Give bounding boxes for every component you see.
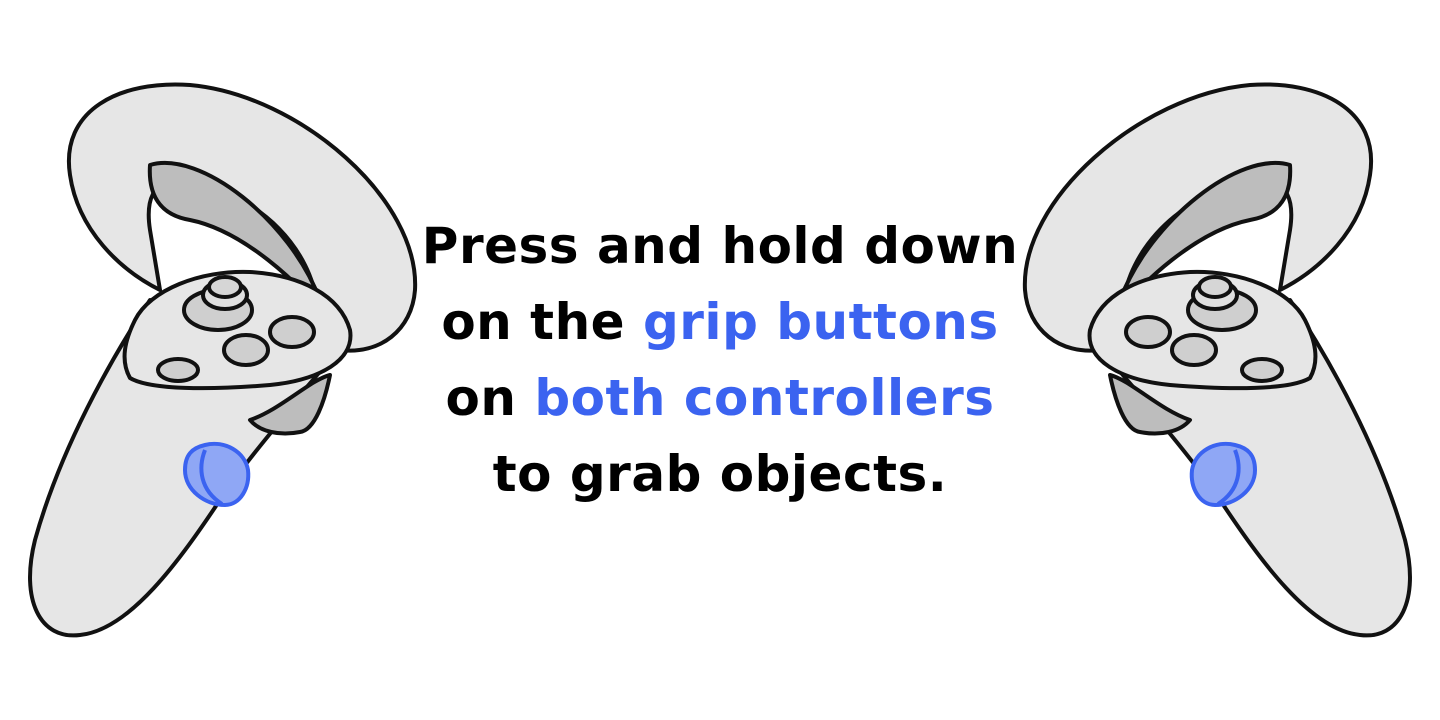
instruction-line-2-prefix: on the — [441, 293, 643, 351]
left-grip-button-icon — [183, 441, 251, 507]
instruction-line-3: on both controllers — [420, 360, 1020, 436]
left-face-button-b — [222, 333, 270, 367]
right-controller-icon — [1022, 82, 1412, 638]
instruction-line-1: Press and hold down — [421, 217, 1019, 275]
instruction-line-3-prefix: on — [445, 369, 535, 427]
left-face-button-a — [268, 315, 316, 349]
grip-buttons-highlight: grip buttons — [642, 293, 999, 351]
instruction-text: Press and hold down on the grip buttons … — [420, 208, 1020, 512]
instruction-line-4: to grab objects. — [492, 445, 948, 503]
right-grip-button-icon — [1189, 441, 1257, 507]
left-controller-icon — [28, 82, 418, 638]
left-menu-button — [156, 357, 200, 383]
instruction-line-2: on the grip buttons — [420, 284, 1020, 360]
both-controllers-highlight: both controllers — [534, 369, 995, 427]
